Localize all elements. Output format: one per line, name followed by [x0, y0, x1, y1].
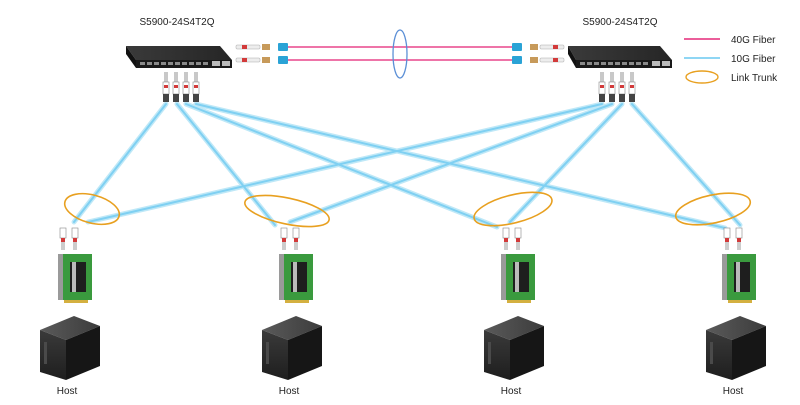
- host-3-top: [484, 316, 544, 340]
- legend-trunk-label: Link Trunk: [731, 73, 778, 84]
- nic-4-transceivers: [723, 227, 743, 250]
- host-2-top: [262, 316, 322, 340]
- fiber-10g-links: [71, 101, 743, 231]
- switch-left: S5900-24S4T2Q: [126, 17, 232, 102]
- host-4: Host: [706, 316, 766, 397]
- host-3: Host: [484, 316, 544, 397]
- host-4-top: [706, 316, 766, 340]
- nic-3-bracket: [501, 254, 506, 300]
- nic-1-edge-connector: [64, 300, 88, 303]
- link-trunk-host-2: [244, 194, 330, 228]
- mpo-connectors-right: [512, 43, 522, 64]
- host-1-side: [66, 326, 100, 380]
- link-trunk-40g-ellipse: [392, 29, 408, 79]
- qsfp-modules-left: [235, 44, 270, 63]
- switch-right-sfp-modules: [598, 72, 636, 102]
- switch-right-side: [568, 46, 576, 68]
- nic-2-transceivers: [280, 227, 300, 250]
- qsfp-modules-right: [530, 44, 565, 63]
- legend-trunk-swatch: [685, 70, 719, 84]
- host-1-top: [40, 316, 100, 340]
- nic-host-3: [501, 227, 535, 303]
- switch-right-label: S5900-24S4T2Q: [582, 17, 657, 28]
- nic-4-edge-connector: [728, 300, 752, 303]
- host-3-label: Host: [501, 386, 522, 397]
- nic-host-2: [279, 227, 313, 303]
- host-3-side: [510, 326, 544, 380]
- nic-3-edge-connector: [507, 300, 531, 303]
- host-1-label: Host: [57, 386, 78, 397]
- nic-3-transceivers: [502, 227, 522, 250]
- host-4-label: Host: [723, 386, 744, 397]
- nic-1-bracket: [58, 254, 63, 300]
- switch-left-sfp-modules: [162, 72, 200, 102]
- host-2-label: Host: [279, 386, 300, 397]
- legend-10g-label: 10G Fiber: [731, 54, 776, 65]
- nic-4-bracket: [722, 254, 727, 300]
- mpo-connectors-left: [278, 43, 288, 64]
- legend: 40G Fiber 10G Fiber Link Trunk: [684, 35, 778, 84]
- switch-right-top: [568, 46, 672, 60]
- host-2: Host: [262, 316, 322, 397]
- interconnect-40g: [235, 29, 565, 79]
- link-trunk-host-3: [473, 191, 553, 227]
- switch-right: S5900-24S4T2Q: [568, 17, 672, 102]
- host-4-side: [732, 326, 766, 380]
- switch-left-label: S5900-24S4T2Q: [139, 17, 214, 28]
- nic-1-transceivers: [59, 227, 79, 250]
- nic-2-bracket: [279, 254, 284, 300]
- nic-2-edge-connector: [285, 300, 309, 303]
- switch-left-port-row: [140, 61, 230, 66]
- switch-right-port-row: [580, 61, 670, 66]
- switch-left-side: [126, 46, 136, 68]
- fiber-10g-outline: [71, 101, 743, 231]
- link-trunk-host-1: [63, 192, 121, 226]
- fiber-10g-core: [73, 103, 741, 229]
- nic-host-1: [58, 227, 92, 303]
- switch-left-top: [126, 46, 232, 60]
- host-1: Host: [40, 316, 100, 397]
- legend-40g-label: 40G Fiber: [731, 35, 776, 46]
- link-trunks: [63, 191, 752, 228]
- host-2-side: [288, 326, 322, 380]
- nic-host-4: [722, 227, 756, 303]
- link-trunk-host-4: [674, 192, 752, 226]
